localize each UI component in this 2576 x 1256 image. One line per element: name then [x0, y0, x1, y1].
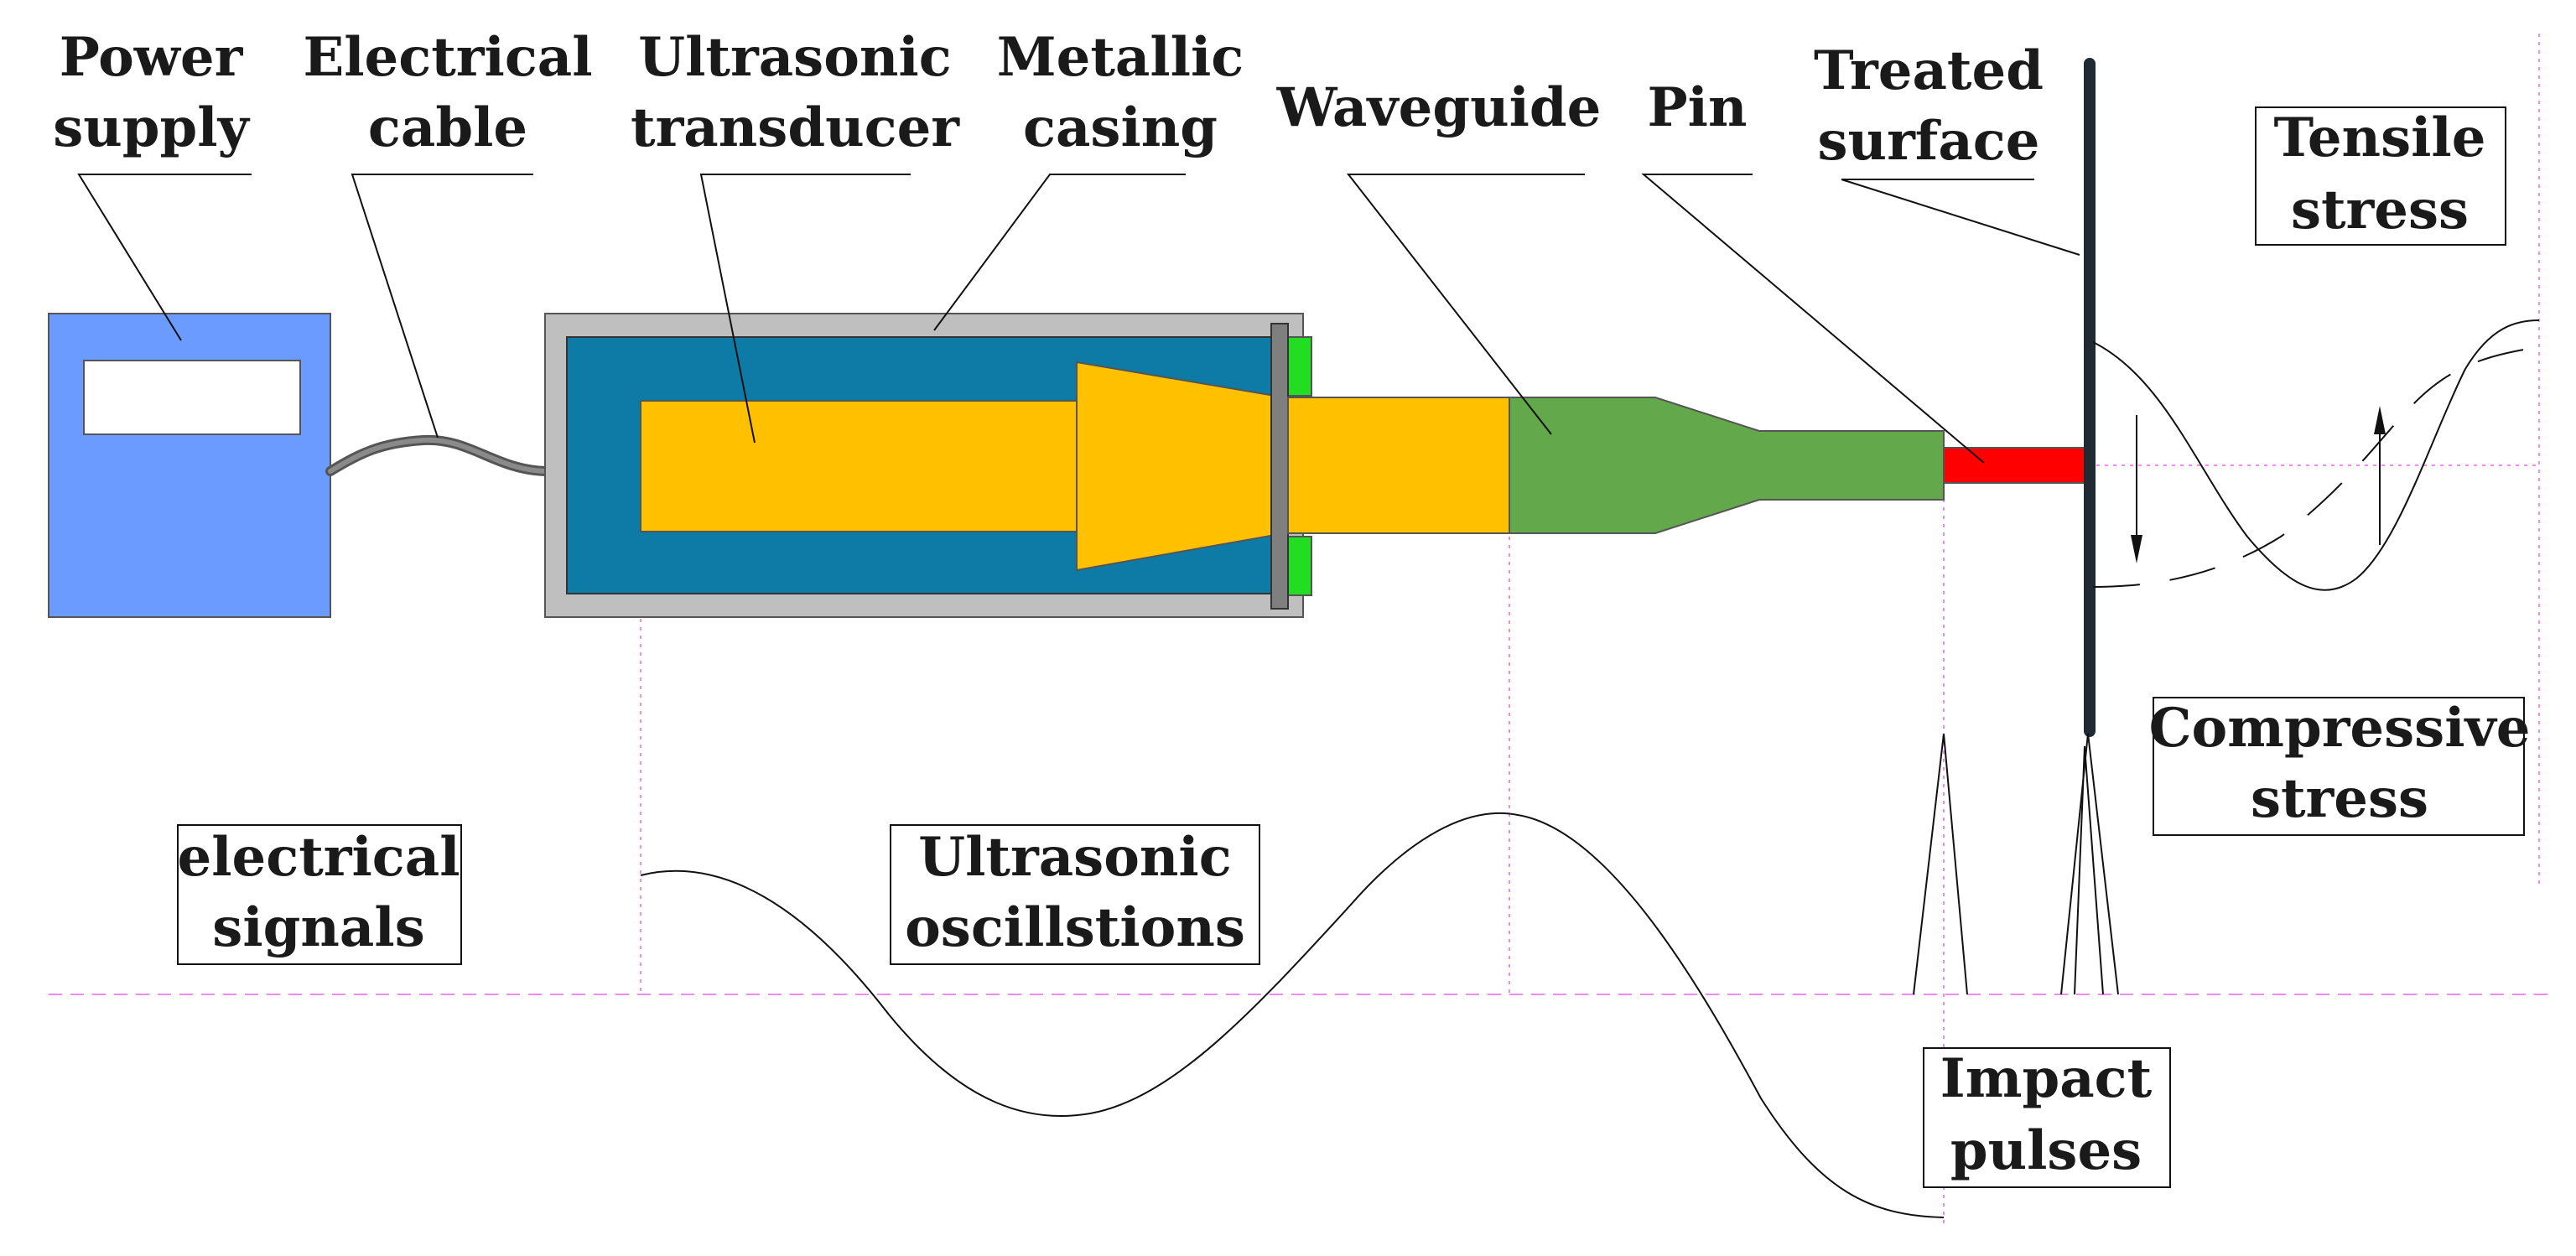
label-treated-surface: surface — [1818, 110, 2040, 173]
label-ultrasonic-transducer: Ultrasonic — [638, 26, 951, 89]
label-ultrasonic-oscillations: oscillstions — [905, 896, 1245, 959]
leader-treated-surface — [1841, 179, 2080, 256]
stress-wave-solid — [2092, 319, 2540, 591]
label-ultrasonic-oscillations: Ultrasonic — [918, 826, 1231, 889]
power-supply-display — [83, 360, 301, 435]
power-supply-box — [48, 313, 331, 618]
leader-pin — [1641, 174, 1985, 464]
ultrasonic-oscillations-box — [890, 824, 1260, 965]
label-metallic-casing: Metallic — [997, 26, 1244, 89]
arrow-up-head — [2374, 406, 2386, 434]
flange-green-bottom — [1284, 536, 1312, 596]
impact-pulses-graph — [1913, 733, 2119, 995]
label-tensile-stress: stress — [2291, 179, 2469, 241]
label-compressive-stress: Compressive — [2149, 697, 2531, 760]
stress-wave-dashed — [2092, 346, 2540, 588]
label-impact-pulses: Impact — [1940, 1047, 2153, 1110]
label-pin: Pin — [1648, 76, 1748, 139]
label-tensile-stress: Tensile — [2274, 106, 2486, 169]
label-power-supply: Power — [60, 26, 244, 89]
label-metallic-casing: casing — [1023, 96, 1218, 159]
pin — [1943, 447, 2085, 484]
compressive-stress-box — [2153, 697, 2525, 836]
label-treated-surface: Treated — [1814, 39, 2044, 102]
guide-lines — [49, 34, 2549, 1224]
label-power-supply: supply — [53, 96, 250, 159]
leader-lines — [77, 174, 2080, 464]
impact-pulse-1 — [1913, 733, 1968, 995]
electrical-signals-box — [177, 824, 462, 965]
label-electrical-signals: signals — [212, 896, 424, 959]
electrical-cable-highlight — [328, 437, 548, 474]
waveguide-body — [1509, 397, 1945, 534]
text-labels: Power supply Electrical cable Ultrasonic… — [53, 26, 2530, 1182]
ultrasonic-transducer — [640, 323, 1510, 610]
stress-wave-graph — [2092, 319, 2540, 591]
impact-pulse-3 — [2074, 745, 2104, 995]
leader-waveguide — [1346, 174, 1585, 435]
label-boxes — [177, 106, 2525, 1188]
flange-green-top — [1284, 336, 1312, 397]
label-ultrasonic-transducer: transducer — [631, 96, 960, 159]
power-supply — [48, 313, 331, 618]
leader-casing — [933, 174, 1186, 331]
label-electrical-cable: cable — [368, 96, 527, 159]
label-impact-pulses: pulses — [1950, 1119, 2142, 1182]
tensile-stress-box — [2255, 106, 2506, 246]
leader-power-supply — [77, 174, 252, 341]
transducer-body — [640, 400, 1078, 532]
booster-section — [1287, 397, 1510, 534]
impact-pulse-2 — [2060, 733, 2119, 995]
ultrasonic-oscillation-wave — [640, 812, 1945, 1218]
label-compressive-stress: stress — [2251, 767, 2428, 830]
leader-electrical-cable — [351, 174, 533, 439]
flange-plate — [1270, 323, 1289, 610]
label-electrical-signals: electrical — [177, 826, 460, 889]
label-waveguide: Waveguide — [1276, 76, 1602, 139]
leader-transducer — [699, 174, 911, 444]
transducer-horn — [1076, 361, 1285, 572]
arrow-down-head — [2131, 535, 2142, 563]
label-electrical-cable: Electrical — [303, 26, 592, 89]
impact-pulses-box — [1923, 1047, 2171, 1188]
